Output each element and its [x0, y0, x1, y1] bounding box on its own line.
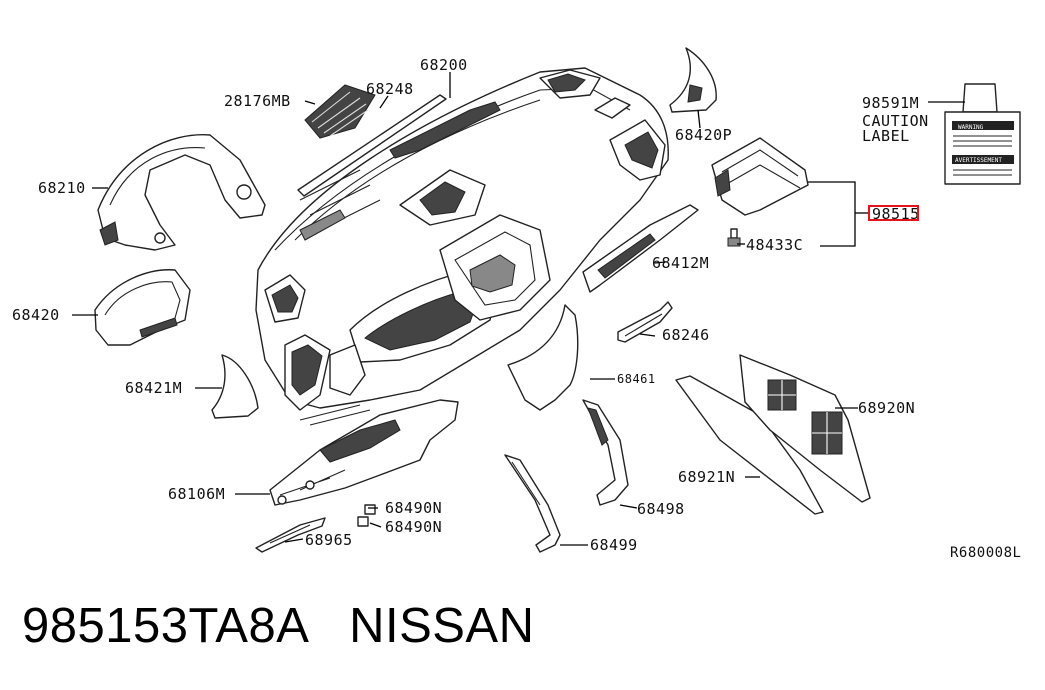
- clips-shape: [357, 504, 376, 527]
- instrument-panel-shape: [255, 67, 669, 426]
- part-number: 985153TA8A: [22, 599, 307, 653]
- lower-panel-shape: [269, 399, 459, 506]
- bracket-shape: [711, 137, 809, 216]
- brand-name: NISSAN: [349, 599, 535, 653]
- label-48433C: 48433C: [746, 236, 803, 254]
- knee-panel-shape: [675, 354, 871, 515]
- label-68106M: 68106M: [168, 485, 225, 503]
- label-68498: 68498: [637, 500, 685, 518]
- label-68920N: 68920N: [858, 399, 915, 417]
- label-28176MB: 28176MB: [224, 92, 291, 110]
- label-68421M: 68421M: [125, 379, 182, 397]
- label-caution: CAUTION: [862, 112, 929, 130]
- highlight-box: [868, 205, 919, 221]
- label-98515: 98515: [872, 205, 920, 223]
- label-68490N-b: 68490N: [385, 518, 442, 536]
- label-68200: 68200: [420, 56, 468, 74]
- label-68490N-a: 68490N: [385, 499, 442, 517]
- reference-code: R680008L: [950, 545, 1021, 561]
- label-68412M: 68412M: [652, 254, 709, 272]
- side-cover-shape: [211, 354, 259, 419]
- center-panel-shape: [507, 304, 579, 411]
- defroster-strip-shape: [297, 94, 447, 197]
- small-trim-shape: [255, 517, 326, 553]
- label-label: LABEL: [862, 127, 910, 145]
- small-finisher-shape: [617, 301, 673, 343]
- pillar-trim-b-shape: [504, 454, 561, 553]
- label-68499: 68499: [590, 536, 638, 554]
- label-68965: 68965: [305, 531, 353, 549]
- leader-lines: [72, 72, 965, 546]
- label-68921N: 68921N: [678, 468, 735, 486]
- glovebox-trim-shape: [582, 204, 699, 293]
- pillar-trim-a-shape: [582, 399, 629, 506]
- part-caption: 985153TA8A NISSAN: [22, 598, 535, 654]
- avertissement-text: AVERTISSEMENT: [955, 157, 1002, 164]
- cluster-finisher-shape: [94, 269, 191, 346]
- label-68461: 68461: [617, 372, 656, 386]
- speaker-grille-shape: [304, 84, 376, 139]
- cluster-lid-shape: [97, 134, 266, 251]
- warning-text: WARNING: [958, 124, 984, 131]
- bolt-shape: [727, 228, 741, 247]
- label-68210: 68210: [38, 179, 86, 197]
- label-68246: 68246: [662, 326, 710, 344]
- label-98591M: 98591M: [862, 94, 919, 112]
- side-finisher-shape: [669, 47, 717, 113]
- label-68248: 68248: [366, 80, 414, 98]
- label-68420: 68420: [12, 306, 60, 324]
- caution-label-card: WARNING AVERTISSEMENT: [944, 83, 1021, 185]
- label-68420P: 68420P: [675, 126, 732, 144]
